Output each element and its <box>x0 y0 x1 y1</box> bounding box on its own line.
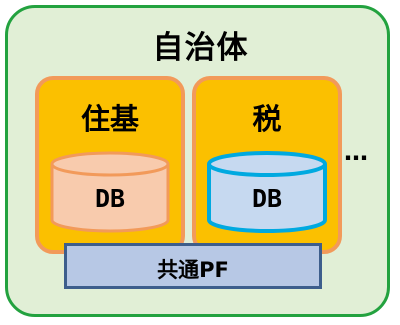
system-label-tax: 税 <box>252 102 282 136</box>
common-platform-box: 共通PF <box>64 243 322 289</box>
database-label-tax: DB <box>251 184 283 213</box>
system-box-tax: 税 DB <box>192 76 342 254</box>
database-icon <box>50 151 170 233</box>
system-label-juki: 住基 <box>80 102 139 136</box>
database-icon <box>207 151 327 233</box>
system-box-juki: 住基 DB <box>35 76 185 254</box>
more-systems-ellipsis: … <box>344 138 369 166</box>
database-label-juki: DB <box>94 184 126 213</box>
municipality-title: 自治体 <box>152 30 249 66</box>
common-platform-label: 共通PF <box>157 258 229 282</box>
database-cylinder-tax: DB <box>206 150 328 234</box>
database-cylinder-juki: DB <box>49 150 171 234</box>
